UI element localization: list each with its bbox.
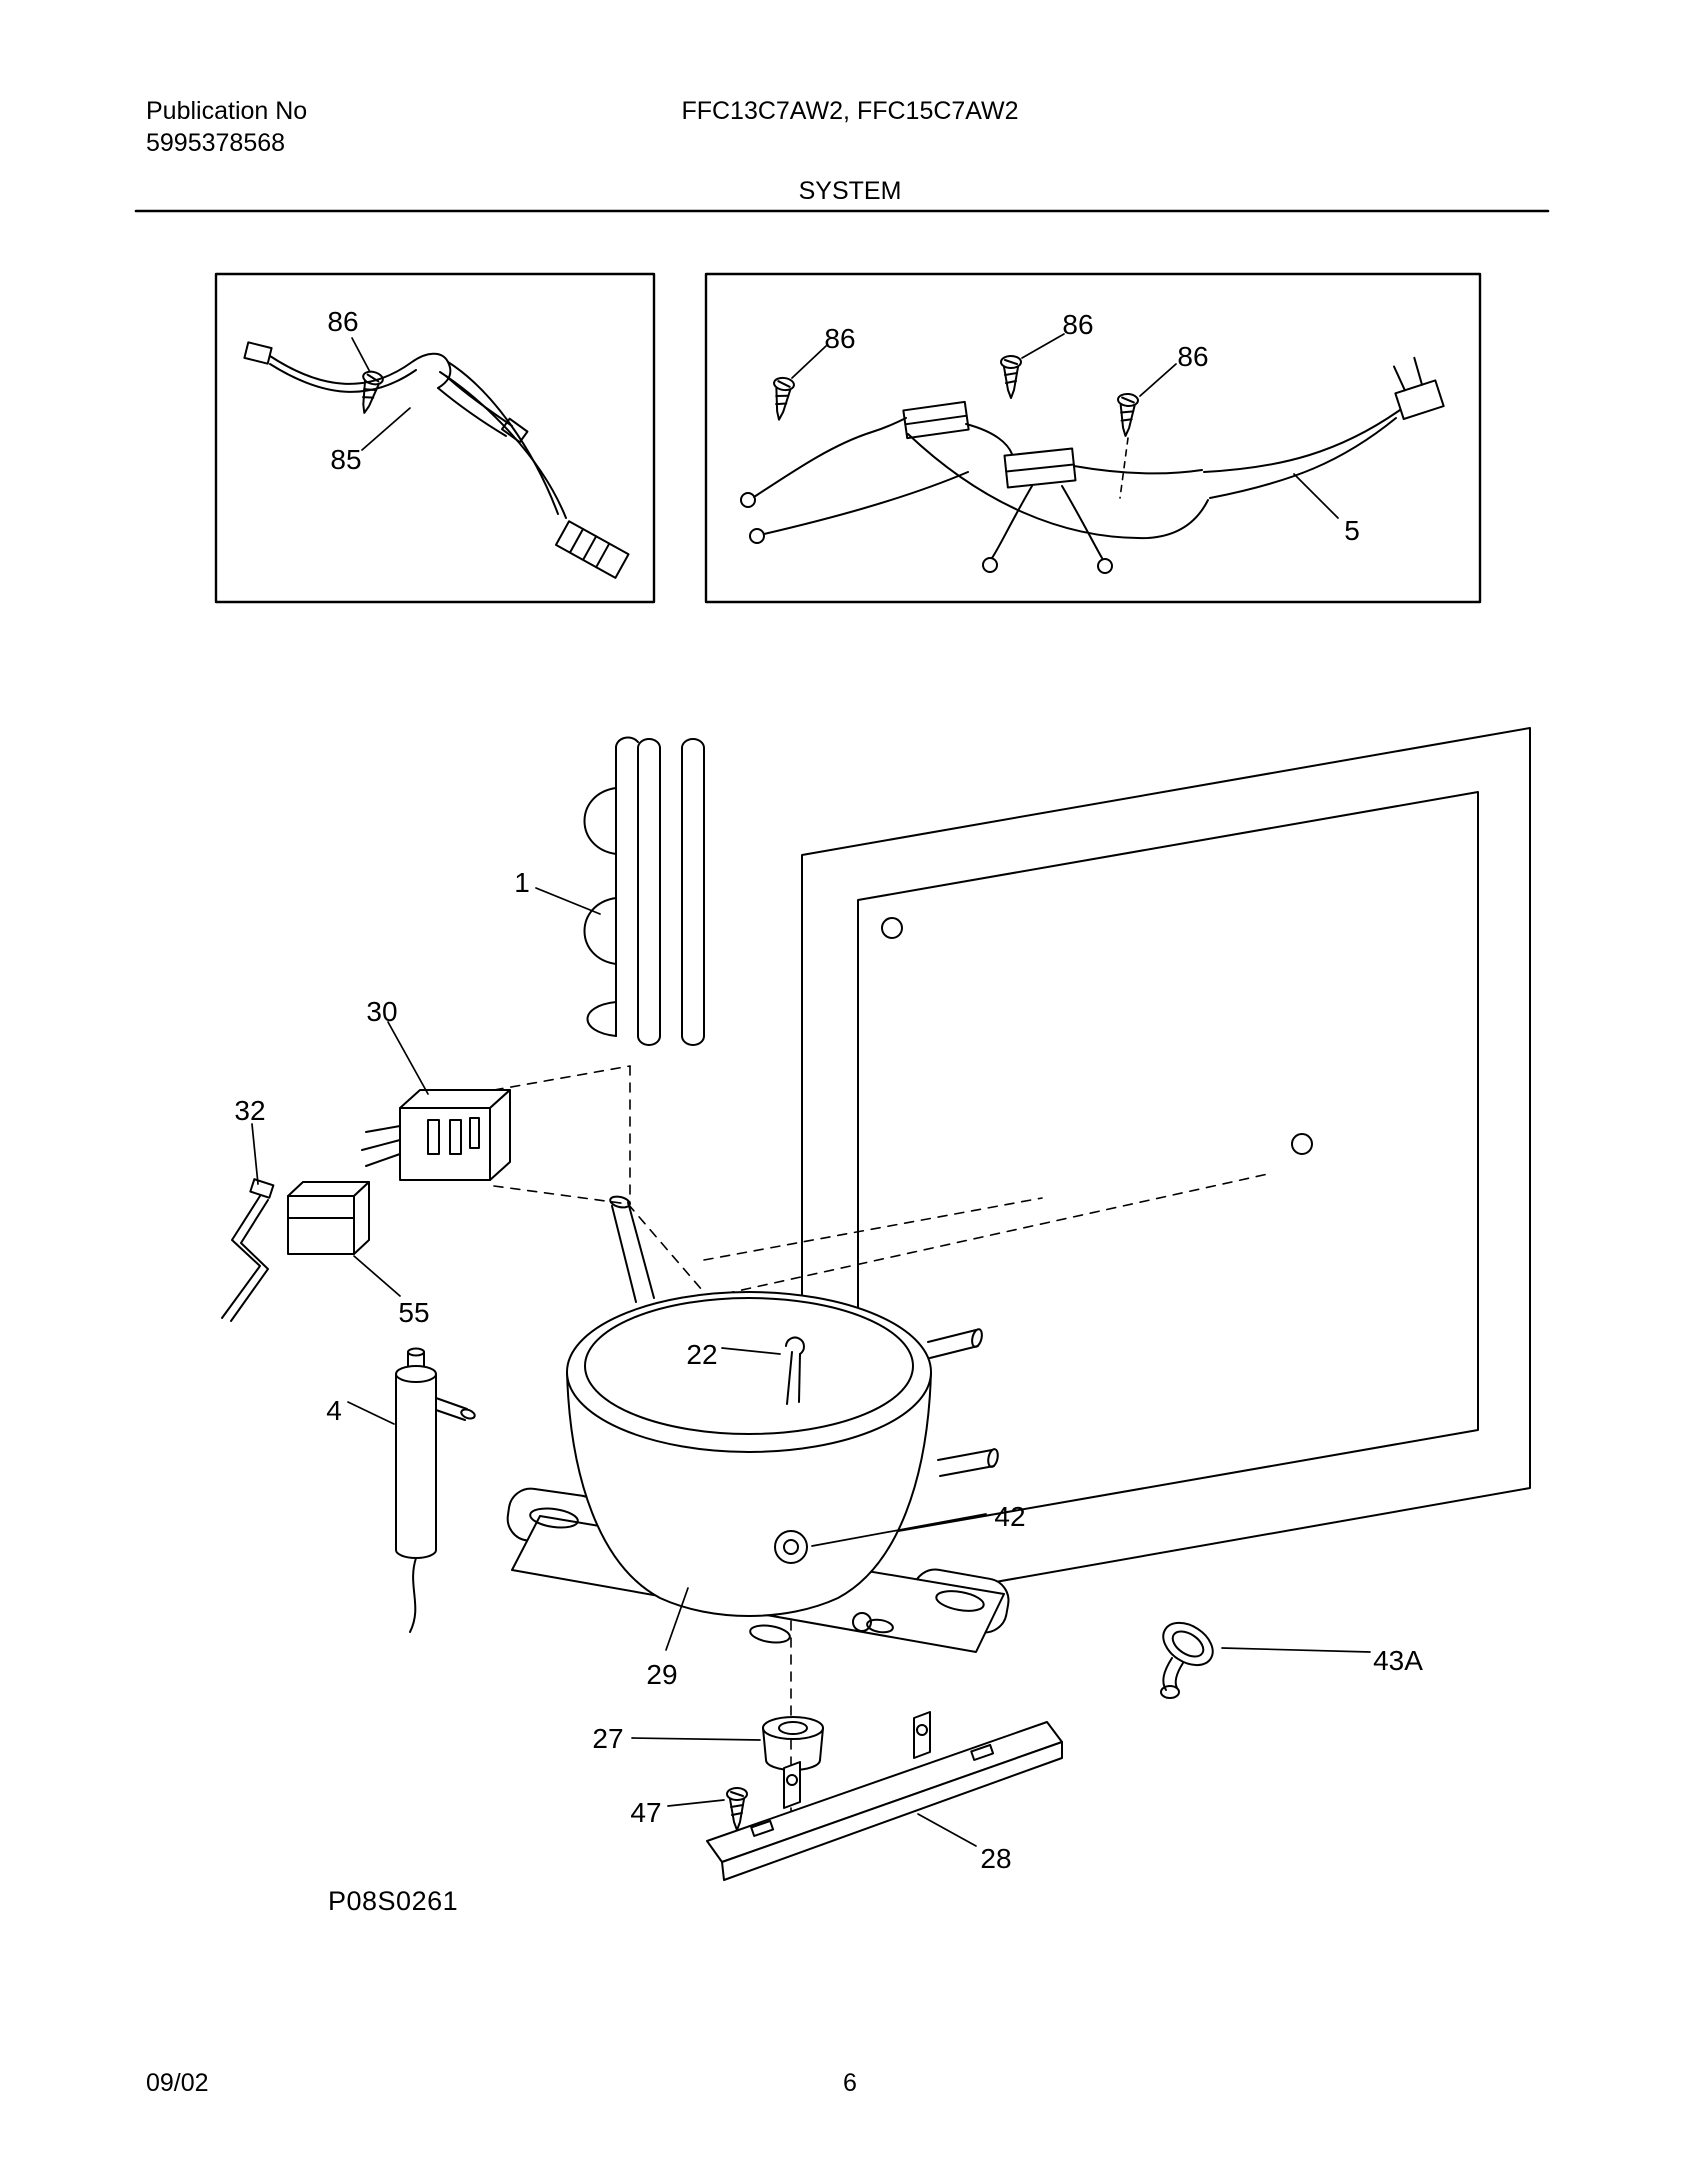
relay-art — [361, 1089, 511, 1181]
callout-29: 29 — [646, 1659, 677, 1690]
screw-icon — [726, 1787, 748, 1831]
callout-86-inset-left: 86 — [327, 306, 358, 337]
callout-1: 1 — [514, 867, 530, 898]
callout-86-right-3: 86 — [1177, 341, 1208, 372]
callout-55: 55 — [398, 1297, 429, 1328]
screw-icon — [768, 375, 796, 423]
clamp-art — [1160, 1621, 1214, 1699]
plug-hole-art — [774, 1530, 808, 1564]
page-number: 6 — [843, 2069, 857, 2097]
callout-32: 32 — [234, 1095, 265, 1126]
callout-47: 47 — [630, 1797, 661, 1828]
footer-date: 09/02 — [146, 2069, 209, 2097]
figure-code: P08S0261 — [328, 1886, 458, 1916]
callout-85: 85 — [330, 444, 361, 475]
compressor-art — [566, 1195, 999, 1617]
wiring-harness-5-art — [740, 356, 1445, 574]
model-numbers: FFC13C7AW2, FFC15C7AW2 — [681, 97, 1019, 125]
callout-27: 27 — [592, 1723, 623, 1754]
inset-box-right — [704, 272, 1482, 604]
callout-86-right-1: 86 — [824, 323, 855, 354]
callout-leaders — [251, 333, 1371, 1847]
callout-86-right-2: 86 — [1062, 309, 1093, 340]
condenser-coil-art — [583, 736, 705, 1046]
publication-number: 5995378568 — [146, 129, 286, 157]
section-title: SYSTEM — [798, 177, 902, 205]
retainer-pin-art — [785, 1336, 805, 1405]
callout-30: 30 — [366, 996, 397, 1027]
callout-4: 4 — [326, 1395, 342, 1426]
inset-box-left — [214, 272, 656, 604]
callout-22: 22 — [686, 1339, 717, 1370]
base-rail-art — [706, 1711, 1063, 1881]
callout-43A: 43A — [1373, 1645, 1423, 1676]
callout-28: 28 — [980, 1843, 1011, 1874]
publication-label: Publication No — [146, 97, 308, 125]
callout-5: 5 — [1344, 515, 1360, 546]
drier-art — [395, 1347, 476, 1633]
screw-icon — [1000, 355, 1022, 399]
wiring-harness-85-art — [243, 341, 630, 579]
screw-icon — [1114, 392, 1140, 438]
callout-42: 42 — [994, 1501, 1025, 1532]
grommet-art — [762, 1716, 824, 1771]
power-cord-art — [221, 1178, 275, 1322]
callout-labels: 86 85 86 86 86 5 1 30 32 55 4 22 42 29 4… — [234, 306, 1423, 1916]
overload-protector-art — [287, 1181, 370, 1255]
